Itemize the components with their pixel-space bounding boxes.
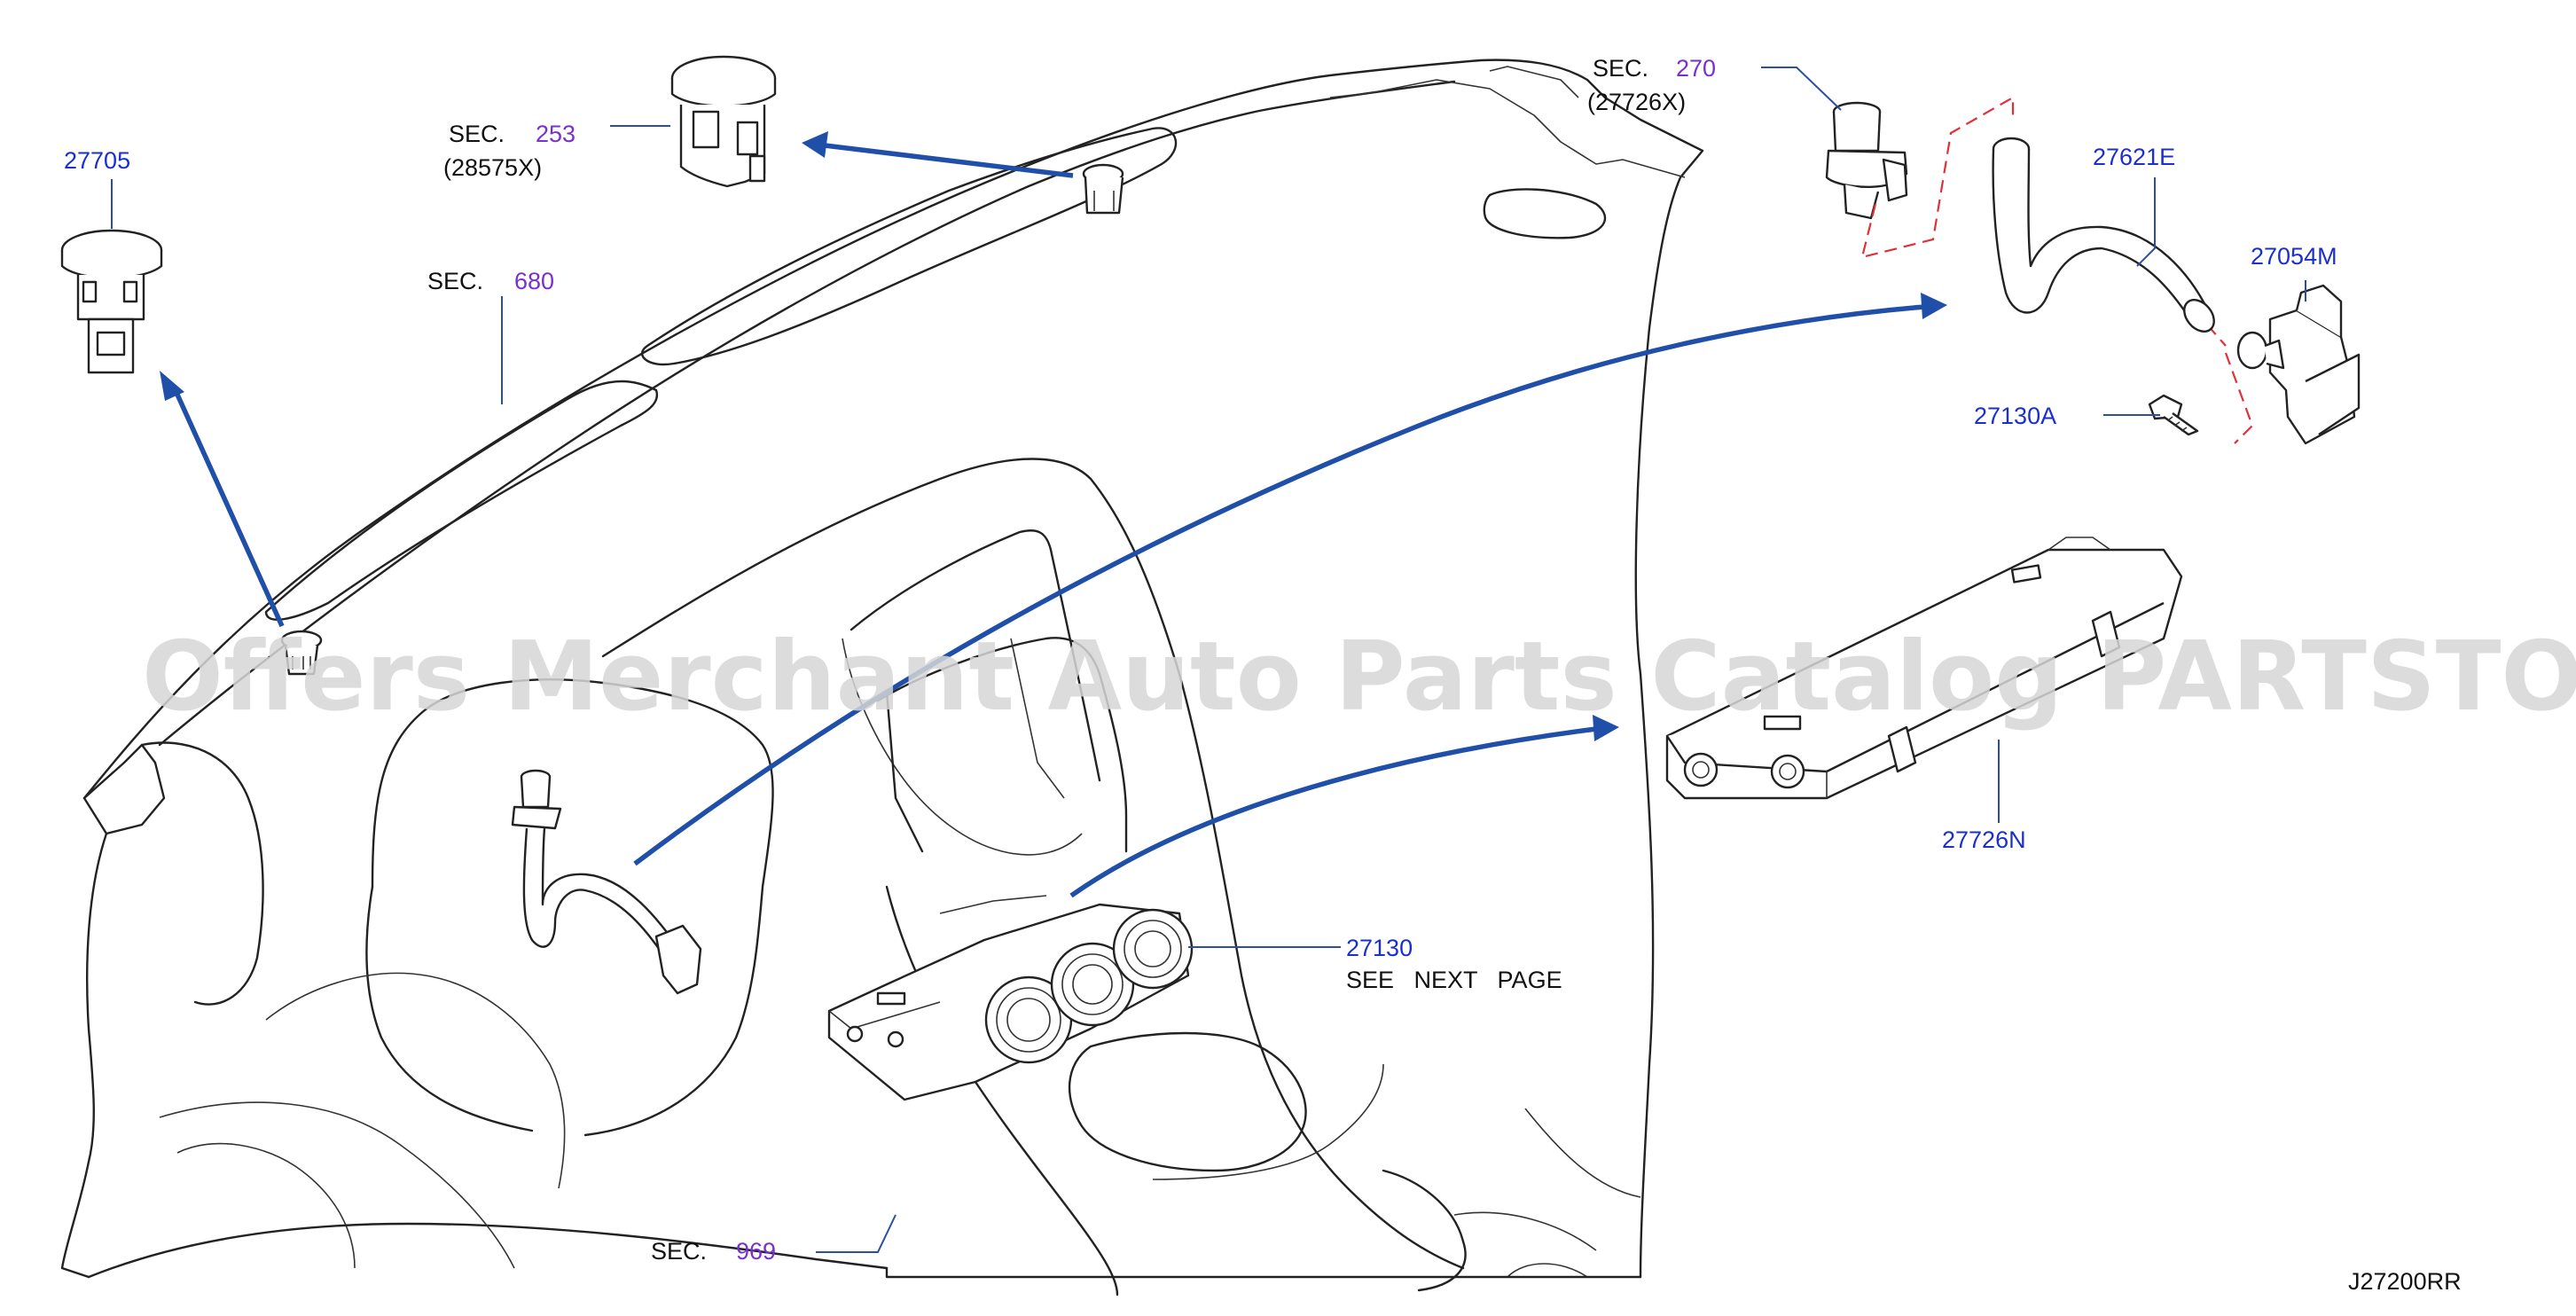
arrow-to-28575x [824, 143, 1074, 178]
callout-sec270-sub: (27726X) [1587, 89, 1686, 115]
arrowhead-27705 [160, 371, 184, 401]
callout-sec253-sub: (28575X) [443, 154, 542, 181]
callout-27054m[interactable]: 27054M [2251, 243, 2337, 270]
callout-27130[interactable]: 27130 [1346, 935, 1413, 961]
arrowhead-27621e [1921, 293, 1947, 319]
part-27054m-aspirator[interactable] [2236, 284, 2361, 445]
reference-arrows [160, 131, 1947, 898]
callout-27705[interactable]: 27705 [64, 147, 130, 174]
arrowhead-28575x [802, 131, 828, 158]
callout-sec969-prefix: SEC. [651, 1238, 707, 1265]
part-28575x-sensor[interactable] [670, 55, 777, 188]
callout-27726n[interactable]: 27726N [1942, 826, 2026, 853]
callout-sec270-prefix: SEC. [1593, 55, 1648, 82]
part-27705-sensor[interactable] [60, 229, 163, 374]
dash-aspirator-hose [511, 769, 702, 995]
callout-27130-note: SEE NEXT PAGE [1346, 967, 1562, 993]
callout-sec680-link[interactable]: 680 [514, 268, 554, 294]
callout-27621e[interactable]: 27621E [2093, 144, 2175, 170]
part-27726x-sensor[interactable] [1825, 101, 1908, 220]
arrow-to-27726n [1069, 726, 1597, 898]
dash-sensor-top [1082, 163, 1124, 215]
callout-sec253-link[interactable]: 253 [536, 121, 575, 147]
watermark: Offers Merchant Auto Parts Catalog PARTS… [142, 622, 2576, 732]
diagram-code: J27200RR [2348, 1268, 2462, 1295]
arrow-to-27705 [171, 385, 285, 628]
arrowhead-27726n [1593, 715, 1619, 741]
callout-sec969-link[interactable]: 969 [736, 1238, 776, 1265]
callout-sec253-prefix: SEC. [449, 121, 505, 147]
callout-labels: 27705 SEC. 253 (28575X) SEC. 680 SEC. 27… [64, 55, 2462, 1295]
part-27130a-screw[interactable] [2148, 394, 2199, 436]
part-27130-heater-control[interactable] [827, 895, 1194, 1101]
callout-sec270-link[interactable]: 270 [1676, 55, 1716, 82]
arrow-to-27621e [633, 304, 1925, 866]
leader-lines [111, 67, 2306, 1253]
part-27621e-hose[interactable] [1992, 137, 2220, 337]
callout-27130a[interactable]: 27130A [1974, 403, 2056, 429]
dash-sensor-left [280, 630, 323, 676]
part-27726n-sensor-box[interactable] [1665, 537, 2183, 800]
dashboard-drawing [60, 59, 1704, 1296]
callout-sec680-prefix: SEC. [427, 268, 483, 294]
